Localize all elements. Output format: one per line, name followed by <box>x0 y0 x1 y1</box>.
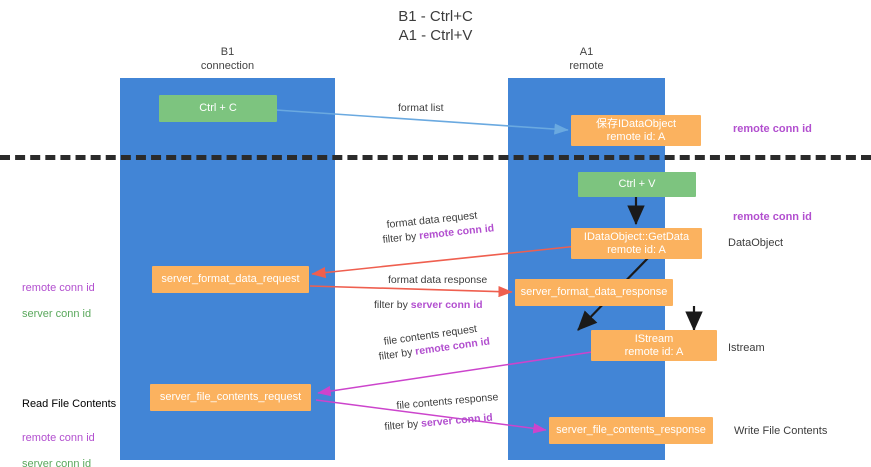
edge-filter-format-data-response-prefix: filter by <box>374 299 411 311</box>
edge-filter-format-data-request-prefix: filter by <box>382 230 420 246</box>
node-server-format-data-response[interactable]: server_format_data_response <box>515 279 673 306</box>
node-server-file-contents-request[interactable]: server_file_contents_request <box>150 384 311 411</box>
node-server-format-data-response-label: server_format_data_response <box>520 286 668 298</box>
node-istream[interactable]: IStream remote id: A <box>591 330 717 361</box>
node-getdata-line2: remote id: A <box>607 243 666 256</box>
node-ctrl-c-line1: Ctrl + C <box>199 102 237 114</box>
node-server-format-data-request-label: server_format_data_request <box>161 273 300 285</box>
edge-filter-file-contents-response-key: server conn id <box>420 411 494 430</box>
lane-heading-a1: A1 remote <box>569 46 604 72</box>
right-label-remote-conn-id-top: remote conn id <box>733 123 812 135</box>
edge-label-format-data-response-text: format data response <box>388 274 488 286</box>
edge-filter-file-contents-response: filter by server conn id <box>384 412 493 434</box>
node-save-idataobject[interactable]: 保存IDataObject remote id: A <box>571 115 701 146</box>
left-label-server-conn-id-middle: server conn id <box>22 308 92 320</box>
node-ctrl-v-line1: Ctrl + V <box>618 178 656 190</box>
lane-heading-b1: B1 connection <box>200 46 255 72</box>
edge-label-file-contents-response-text: file contents response <box>396 391 499 412</box>
edge-filter-file-contents-request-prefix: filter by <box>378 345 417 363</box>
edge-filter-file-contents-response-prefix: filter by <box>384 417 422 433</box>
left-label-read-file-contents-group: Read File Contents remote conn id server… <box>22 385 116 467</box>
left-label-conn-ids-middle: remote conn id server conn id <box>22 269 95 334</box>
left-label-remote-conn-id-bottom: remote conn id <box>22 432 95 444</box>
edge-filter-format-data-response-key: server conn id <box>410 299 483 311</box>
right-label-dataobject: DataObject <box>728 237 784 249</box>
node-save-idataobject-line2: remote id: A <box>606 130 666 143</box>
left-label-server-conn-id-bottom: server conn id <box>22 458 92 467</box>
page-title: B1 - Ctrl+C A1 - Ctrl+V <box>398 8 473 44</box>
left-label-read-file-contents: Read File Contents <box>22 398 117 410</box>
node-server-file-contents-response[interactable]: server_file_contents_response <box>549 417 713 444</box>
node-getdata-line1: IDataObject::GetData <box>583 230 690 243</box>
phase-separator <box>0 155 871 160</box>
node-idataobject-getdata[interactable]: IDataObject::GetData remote id: A <box>571 228 702 259</box>
node-server-file-contents-response-label: server_file_contents_response <box>556 424 706 436</box>
node-server-format-data-request[interactable]: server_format_data_request <box>152 266 309 293</box>
node-ctrl-c[interactable]: Ctrl + C <box>159 95 277 122</box>
right-label-remote-conn-id-second: remote conn id <box>733 211 812 223</box>
left-label-remote-conn-id-middle: remote conn id <box>22 282 95 294</box>
node-server-file-contents-request-label: server_file_contents_request <box>159 391 302 403</box>
node-istream-line2: remote id: A <box>624 345 684 358</box>
node-save-idataobject-line1: 保存IDataObject <box>595 117 677 130</box>
edge-label-format-data-response: format data response <box>388 274 487 287</box>
right-label-write-file-contents: Write File Contents <box>734 425 828 437</box>
edge-label-format-list: format list <box>398 102 444 115</box>
node-ctrl-v[interactable]: Ctrl + V <box>578 172 696 197</box>
edge-filter-format-data-response: filter by server conn id <box>374 299 483 312</box>
edge-label-file-contents-response: file contents response <box>396 391 499 413</box>
node-istream-line1: IStream <box>634 332 674 345</box>
right-label-istream: Istream <box>728 342 765 354</box>
edge-label-format-list-text: format list <box>398 102 444 114</box>
